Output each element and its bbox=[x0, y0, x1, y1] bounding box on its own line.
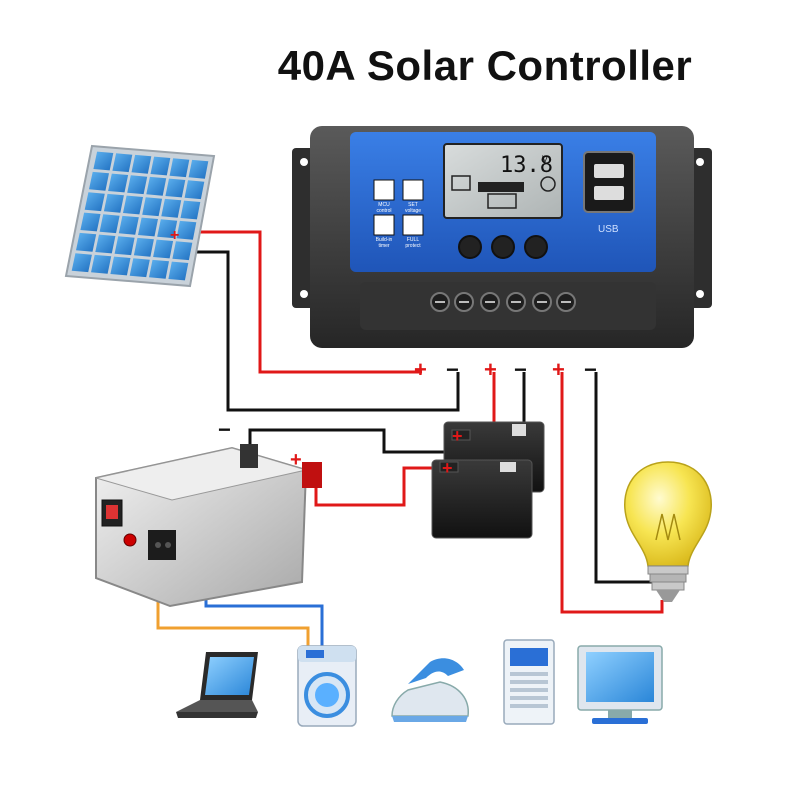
solar-cell bbox=[161, 198, 182, 218]
solar-cell bbox=[153, 239, 174, 259]
solar-cell bbox=[118, 215, 139, 235]
solar-cell bbox=[108, 173, 129, 193]
protect-label-2: protect bbox=[405, 243, 421, 249]
inverter-power-switch[interactable] bbox=[123, 533, 137, 547]
down-button[interactable] bbox=[524, 235, 548, 259]
solar-cell bbox=[133, 237, 154, 257]
timer-label-1: Build-in bbox=[376, 237, 393, 243]
solar-cell bbox=[172, 241, 193, 261]
solar-cell bbox=[103, 193, 124, 213]
solar-cell bbox=[165, 178, 186, 198]
solar-cell bbox=[176, 220, 197, 240]
terminal-sign-pv-positive: + bbox=[414, 357, 427, 382]
solar-cell bbox=[131, 154, 152, 174]
solar-cell bbox=[157, 219, 178, 239]
inverter-positive-sign: + bbox=[290, 449, 302, 471]
protect-label-1: FULL bbox=[407, 237, 419, 243]
solar-cell bbox=[142, 197, 163, 217]
panel-positive-mark: + bbox=[170, 227, 179, 244]
solar-cell bbox=[123, 195, 143, 215]
monitor-icon bbox=[577, 645, 663, 724]
solar-cell bbox=[150, 156, 171, 176]
up-button[interactable] bbox=[491, 235, 515, 259]
power-inverter: − + bbox=[95, 417, 322, 608]
solar-controller: 13.8 V MCU control SET voltage Build-in … bbox=[292, 126, 712, 348]
solar-panel-cells bbox=[71, 151, 209, 281]
timer-label-2: timer bbox=[378, 243, 389, 249]
mcu-label-1: MCU bbox=[378, 202, 390, 208]
feature-icons: MCU control SET voltage Build-in timer F… bbox=[373, 179, 424, 249]
terminal-block bbox=[430, 292, 576, 312]
iron-icon bbox=[391, 658, 469, 722]
washing-machine-icon bbox=[297, 645, 357, 727]
load-positive-wire bbox=[560, 372, 664, 614]
solar-panel: + bbox=[64, 144, 216, 288]
light-bulb-icon bbox=[624, 461, 712, 602]
batteries: + + bbox=[431, 421, 545, 539]
solar-cell bbox=[91, 254, 112, 274]
solar-cell bbox=[138, 217, 158, 237]
solar-cell bbox=[169, 158, 190, 178]
solar-cell bbox=[112, 153, 133, 173]
solar-cell bbox=[89, 171, 109, 191]
battery-positive-sign-1: + bbox=[452, 426, 463, 446]
solar-cell bbox=[84, 192, 105, 212]
terminal-sign-load-negative: − bbox=[584, 357, 597, 382]
lcd-unit: V bbox=[542, 154, 548, 164]
lcd-screen bbox=[443, 143, 563, 219]
panel-negative-wire bbox=[182, 250, 460, 412]
usb-label: USB bbox=[598, 224, 619, 235]
page-title: 40A Solar Controller bbox=[277, 42, 693, 89]
solar-cell bbox=[188, 159, 209, 179]
solar-cell bbox=[129, 258, 150, 278]
menu-button[interactable] bbox=[458, 235, 482, 259]
solar-cell bbox=[168, 261, 189, 281]
usb-port-frame bbox=[583, 151, 635, 213]
terminal-sign-batt-positive: + bbox=[484, 357, 497, 382]
load-negative-wire bbox=[594, 372, 652, 584]
solar-cell bbox=[127, 175, 148, 195]
laptop-icon bbox=[176, 652, 258, 718]
mcu-label-2: control bbox=[376, 208, 391, 214]
solar-cell bbox=[99, 214, 120, 234]
solar-cell bbox=[93, 151, 114, 171]
solar-cell bbox=[184, 180, 205, 200]
inverter-positive-wire bbox=[314, 466, 446, 507]
set-label-2: voltage bbox=[405, 208, 421, 214]
air-conditioner-icon bbox=[503, 639, 555, 725]
solar-cell bbox=[149, 259, 169, 279]
battery-front bbox=[431, 459, 533, 539]
battery-positive-sign-2: + bbox=[442, 458, 453, 478]
panel-positive-wire bbox=[180, 230, 422, 374]
usb-port-2[interactable] bbox=[594, 186, 624, 200]
solar-cell bbox=[110, 256, 131, 276]
solar-cell bbox=[95, 234, 116, 254]
inverter-negative-sign: − bbox=[218, 417, 231, 442]
lcd-reading: 13.8 bbox=[500, 153, 553, 178]
terminal-sign-pv-negative: − bbox=[446, 357, 459, 382]
solar-cell bbox=[71, 253, 92, 273]
solar-cell bbox=[180, 200, 201, 220]
solar-cell bbox=[146, 176, 167, 196]
solar-cell bbox=[80, 212, 101, 232]
solar-cell bbox=[114, 236, 135, 256]
usb-port-1[interactable] bbox=[594, 164, 624, 178]
controller-terminal-signs: + − + − + − bbox=[414, 357, 597, 382]
inverter-ac-socket bbox=[148, 530, 176, 560]
set-label-1: SET bbox=[408, 202, 418, 208]
terminal-sign-batt-negative: − bbox=[514, 357, 527, 382]
solar-cell bbox=[76, 232, 97, 252]
terminal-sign-load-positive: + bbox=[552, 357, 565, 382]
